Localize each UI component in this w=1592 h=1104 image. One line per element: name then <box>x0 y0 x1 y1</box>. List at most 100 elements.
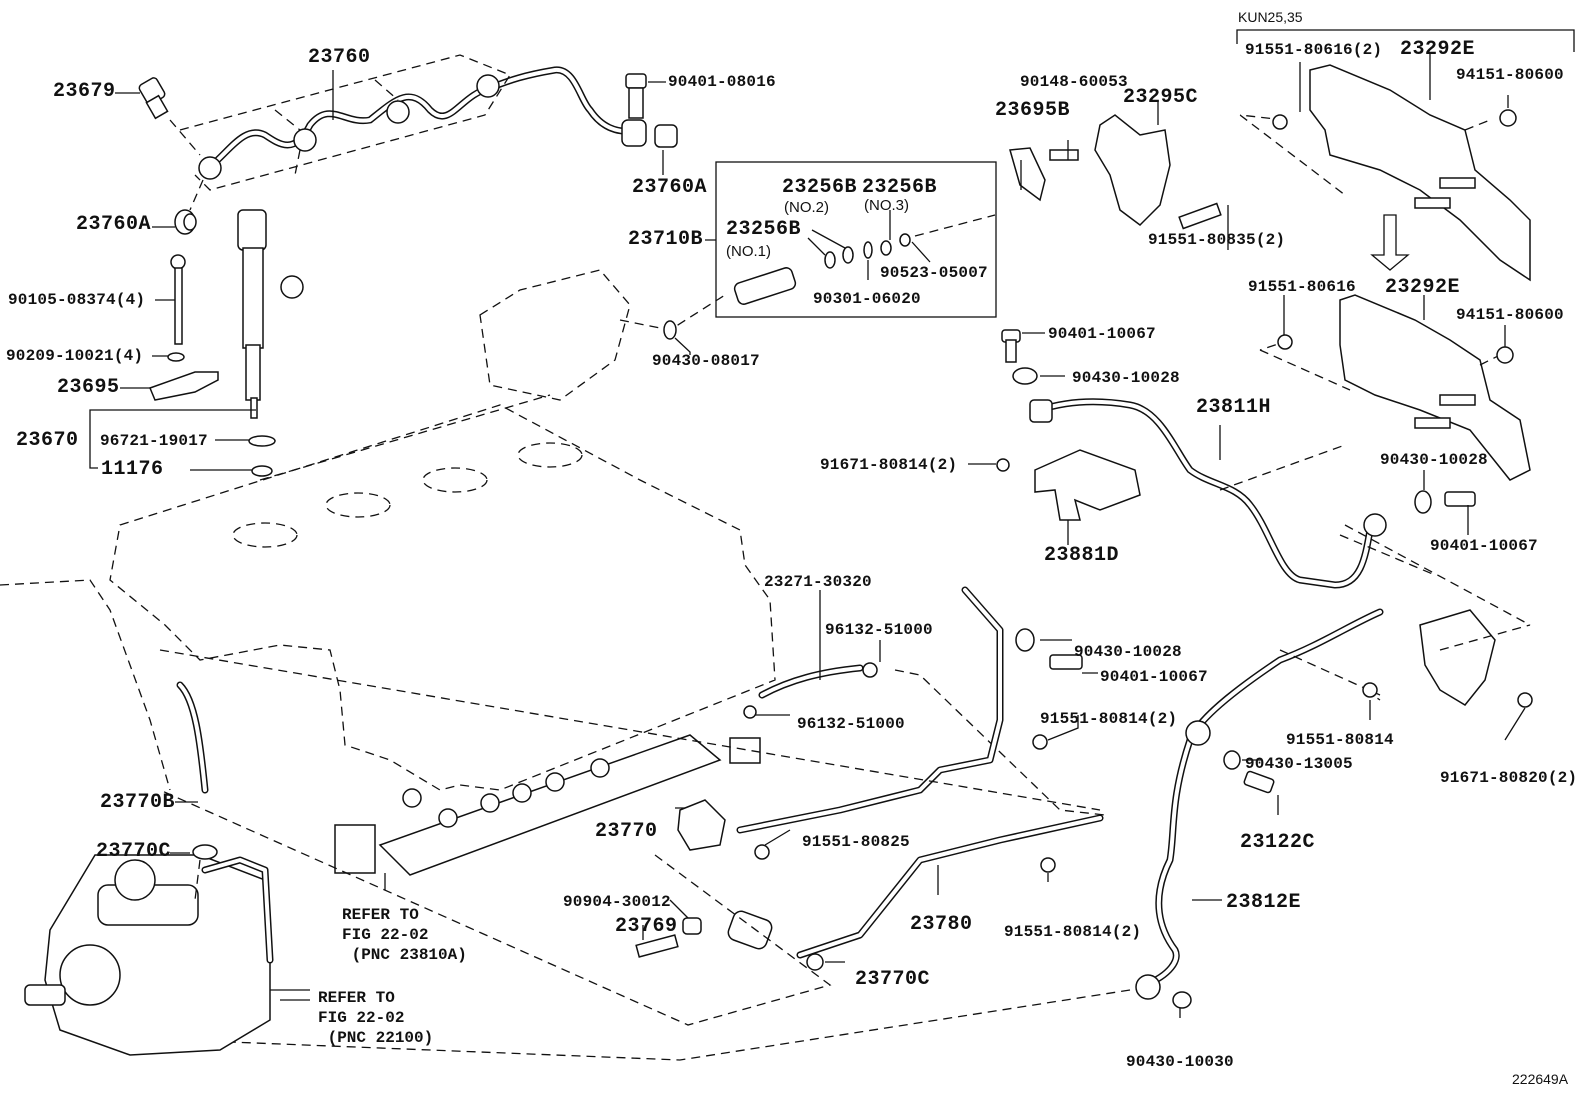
bracket-23292E-top <box>1309 64 1531 282</box>
label-90523-05007: 90523-05007 <box>880 264 988 282</box>
label-90401-08016: 90401-08016 <box>668 73 776 91</box>
label-90430-10028-a: 90430-10028 <box>1072 369 1180 387</box>
injector-tube-kit <box>733 233 911 305</box>
gasket-90430-10028-a <box>1012 367 1038 385</box>
clip-23770C-bottom <box>806 953 824 971</box>
label-90209-10021: 90209-10021(4) <box>6 347 144 365</box>
bolt-90401-10067-a <box>1001 329 1021 363</box>
bolt-91551-80616-bottom <box>1277 334 1293 350</box>
pipe-23811H <box>1029 398 1387 589</box>
bolt-90401-10067-c <box>1049 654 1083 670</box>
union-23770 <box>677 799 726 851</box>
bolt-91551-80814-a <box>1032 734 1048 750</box>
pipe-23812E <box>1135 608 1384 1000</box>
bracket-23295C <box>1094 114 1171 226</box>
label-11176: 11176 <box>101 458 164 481</box>
gasket-90430-10028-b <box>1414 490 1432 514</box>
clip-23770C-left <box>192 844 218 860</box>
label-90401-10067-a: 90401-10067 <box>1048 325 1156 343</box>
label-96132-51000-a: 96132-51000 <box>825 621 933 639</box>
variant-bracket-line <box>1236 29 1575 52</box>
label-90430-08017: 90430-08017 <box>652 352 760 370</box>
label-23769: 23769 <box>615 915 678 938</box>
label-90148-60053: 90148-60053 <box>1020 73 1128 91</box>
injection-pipe-23760 <box>198 66 647 180</box>
label-90105-08374: 90105-08374(4) <box>8 291 146 309</box>
clamp-23760A-left <box>174 209 197 235</box>
label-23760A-top: 23760A <box>632 176 708 199</box>
label-23292E-bottom: 23292E <box>1385 276 1461 299</box>
bracket-23292E-bottom <box>1339 294 1531 481</box>
label-23881D: 23881D <box>1044 544 1120 567</box>
label-23679: 23679 <box>53 80 116 103</box>
label-91551-80835: 91551-80835(2) <box>1148 231 1286 249</box>
label-23770: 23770 <box>595 820 658 843</box>
label-23271-30320: 23271-30320 <box>764 573 872 591</box>
clip-96132-b <box>743 705 757 719</box>
label-94151-80600-top: 94151-80600 <box>1456 66 1564 84</box>
label-91671-80814: 91671-80814(2) <box>820 456 958 474</box>
nut-94151-bottom <box>1496 346 1514 364</box>
label-23256B-no2-sub: (NO.2) <box>784 199 829 216</box>
bolt-90105 <box>170 254 186 345</box>
nut-94151-top <box>1499 109 1517 127</box>
clamp-23760A-top <box>654 124 678 148</box>
label-91551-80814-2b: 91551-80814(2) <box>1004 923 1142 941</box>
label-90301-06020: 90301-06020 <box>813 290 921 308</box>
hose-23271 <box>758 664 864 699</box>
label-23695: 23695 <box>57 376 120 399</box>
label-23770B: 23770B <box>100 791 176 814</box>
pipe-23780 <box>727 586 1104 959</box>
bolt-90148 <box>1049 149 1079 161</box>
bracket-23881D <box>1034 449 1141 521</box>
clip-90904 <box>682 917 702 935</box>
bolt-91551-80835 <box>1178 202 1222 230</box>
injector-23670 <box>237 209 304 419</box>
label-23695B: 23695B <box>995 99 1071 122</box>
down-arrow-icon <box>1370 214 1410 271</box>
label-94151-80600-bottom: 94151-80600 <box>1456 306 1564 324</box>
label-23760A-left: 23760A <box>76 213 152 236</box>
label-23770C-left: 23770C <box>96 840 172 863</box>
fuel-rail <box>334 734 761 876</box>
label-91551-80616: 91551-80616 <box>1248 278 1356 296</box>
washer-90209 <box>167 352 185 362</box>
bolt-91671-80820 <box>1517 692 1533 708</box>
bolt-90401-08016 <box>625 73 647 119</box>
bolt-91551-80616-top <box>1272 114 1288 130</box>
washer-11176 <box>251 465 273 477</box>
label-23122C: 23122C <box>1240 831 1316 854</box>
gasket-90430-08017 <box>663 320 677 340</box>
label-90430-13005: 90430-13005 <box>1245 755 1353 773</box>
figure-id: 222649A <box>1512 1071 1569 1087</box>
label-23770C-bottom: 23770C <box>855 968 931 991</box>
label-23256B-no3-sub: (NO.3) <box>864 197 909 214</box>
clamp-23695 <box>149 371 219 401</box>
plate-23695B <box>1009 147 1046 202</box>
label-23256B-no3: 23256B <box>862 176 938 199</box>
label-23256B-no2: 23256B <box>782 176 858 199</box>
label-23811H: 23811H <box>1196 396 1272 419</box>
label-91671-80820: 91671-80820(2) <box>1440 769 1578 787</box>
engine-head-outline <box>0 394 776 791</box>
label-23256B-no1-sub: (NO.1) <box>726 243 771 260</box>
gasket-90430-10030 <box>1172 991 1192 1009</box>
label-23710B: 23710B <box>628 228 704 251</box>
label-23295C: 23295C <box>1123 86 1199 109</box>
label-91551-80616-2: 91551-80616(2) <box>1245 41 1383 59</box>
bracket-rear <box>1419 609 1496 706</box>
label-96721-19017: 96721-19017 <box>100 432 208 450</box>
gasket-90430-10028-c <box>1015 628 1035 652</box>
label-variant-KUN25-35: KUN25,35 <box>1238 9 1303 25</box>
bolt-91551-80814-c <box>1362 682 1378 698</box>
union-bolt-23679 <box>138 77 169 120</box>
label-23780: 23780 <box>910 913 973 936</box>
label-90904-30012: 90904-30012 <box>563 893 671 911</box>
label-90401-10067-c: 90401-10067 <box>1100 668 1208 686</box>
label-91551-80814: 91551-80814 <box>1286 731 1394 749</box>
o-ring-96721 <box>248 435 276 447</box>
label-90401-10067-b: 90401-10067 <box>1430 537 1538 555</box>
pipe-dash-lines <box>179 54 511 191</box>
bolt-23769 <box>635 934 679 958</box>
